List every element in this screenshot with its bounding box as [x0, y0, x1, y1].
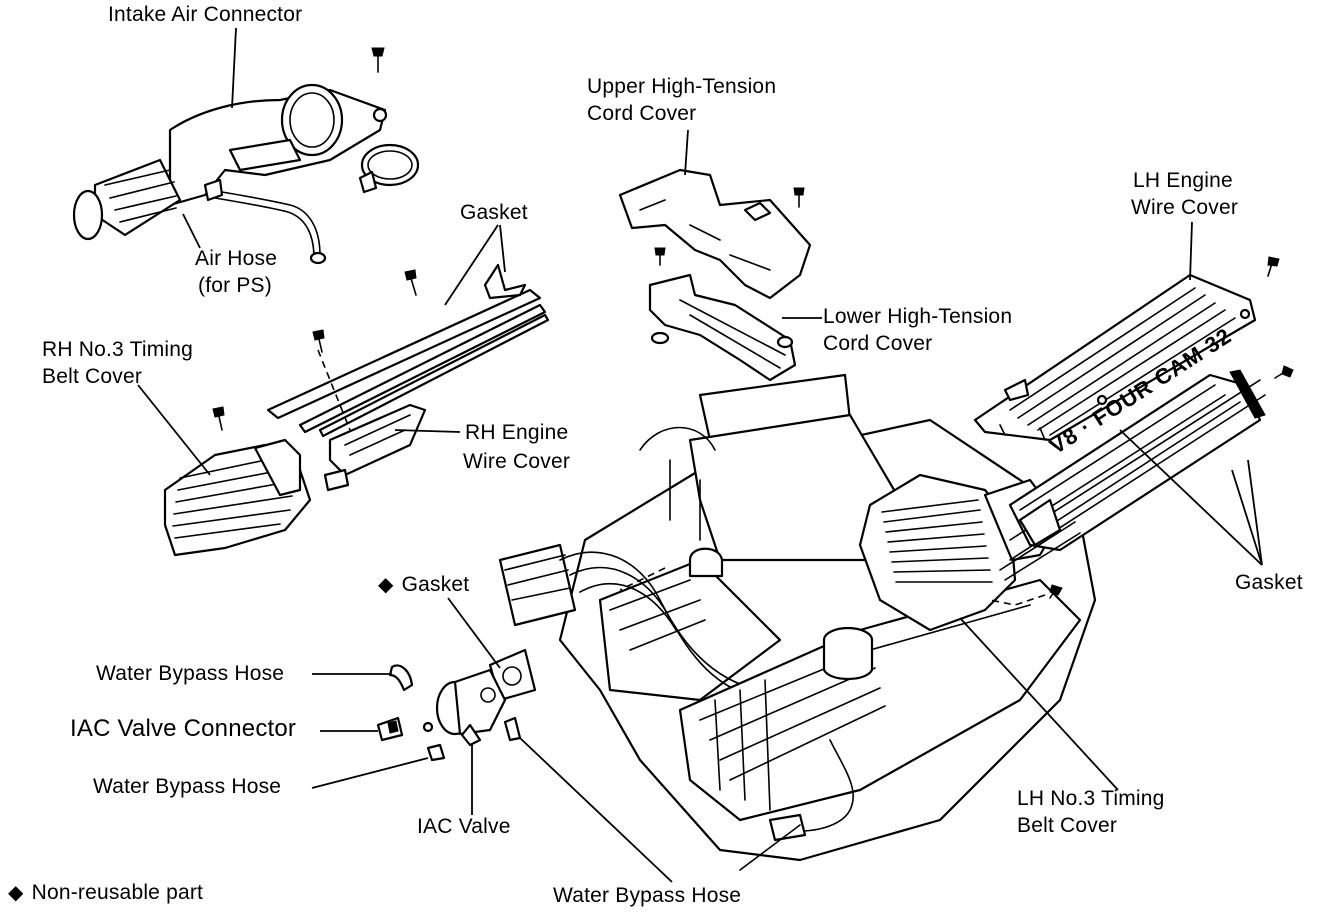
label-rh-no3-line2: Belt Cover [42, 365, 143, 388]
hose-clamp [358, 143, 420, 194]
lower-high-tension-cord-cover [648, 273, 797, 382]
legend-text: Non-reusable part [31, 881, 204, 904]
label-gasket-iac-text: Gasket [401, 573, 470, 596]
bolts [212, 47, 1294, 599]
rh-gasket-strips [266, 263, 550, 438]
label-lower-ht-line1: Lower High-Tension [823, 305, 1013, 328]
label-air-hose: Air Hose [195, 247, 278, 270]
label-iac-valve-connector: IAC Valve Connector [70, 715, 297, 742]
label-upper-ht-line2: Cord Cover [587, 102, 697, 125]
label-iac-valve: IAC Valve [417, 815, 511, 838]
iac-valve-connector [376, 716, 404, 742]
iac-valve [435, 668, 507, 747]
lh-engine-top-cover [999, 369, 1266, 581]
leader-lines [137, 27, 1263, 883]
intake-air-connector [72, 83, 388, 241]
label-gasket-iac: ◆ Gasket [378, 572, 469, 598]
engine-block [498, 373, 1097, 871]
label-water-bypass-hose-bottom: Water Bypass Hose [553, 884, 742, 907]
label-gasket-right: Gasket [1235, 571, 1303, 594]
label-water-bypass-hose-2: Water Bypass Hose [93, 775, 282, 798]
water-bypass-hoses [388, 664, 522, 762]
label-upper-ht-line1: Upper High-Tension [587, 75, 777, 98]
label-lh-no3-line1: LH No.3 Timing [1017, 787, 1165, 810]
legend-marker: ◆ [8, 882, 24, 904]
label-rh-engine-line1: RH Engine [465, 421, 569, 444]
label-rh-no3-line1: RH No.3 Timing [42, 338, 194, 361]
label-gasket-top: Gasket [460, 201, 528, 224]
iac-gasket [488, 648, 537, 702]
rh-no3-timing-belt-cover [163, 438, 312, 557]
label-air-hose-sub: (for PS) [198, 274, 272, 297]
non-reusable-marker: ◆ [378, 574, 394, 596]
label-lh-engine-line2: Wire Cover [1131, 196, 1239, 219]
label-lh-no3-line2: Belt Cover [1017, 814, 1118, 837]
rh-engine-wire-cover [323, 403, 427, 492]
label-lower-ht-line2: Cord Cover [823, 332, 933, 355]
label-intake-air-connector: Intake Air Connector [108, 3, 303, 26]
label-water-bypass-hose-1: Water Bypass Hose [96, 662, 285, 685]
label-rh-engine-line2: Wire Cover [463, 450, 571, 473]
legend-non-reusable: ◆ Non-reusable part [8, 880, 203, 906]
air-hose-ps [203, 178, 327, 265]
upper-high-tension-cord-cover [618, 168, 812, 300]
label-lh-engine-line1: LH Engine [1133, 169, 1233, 192]
